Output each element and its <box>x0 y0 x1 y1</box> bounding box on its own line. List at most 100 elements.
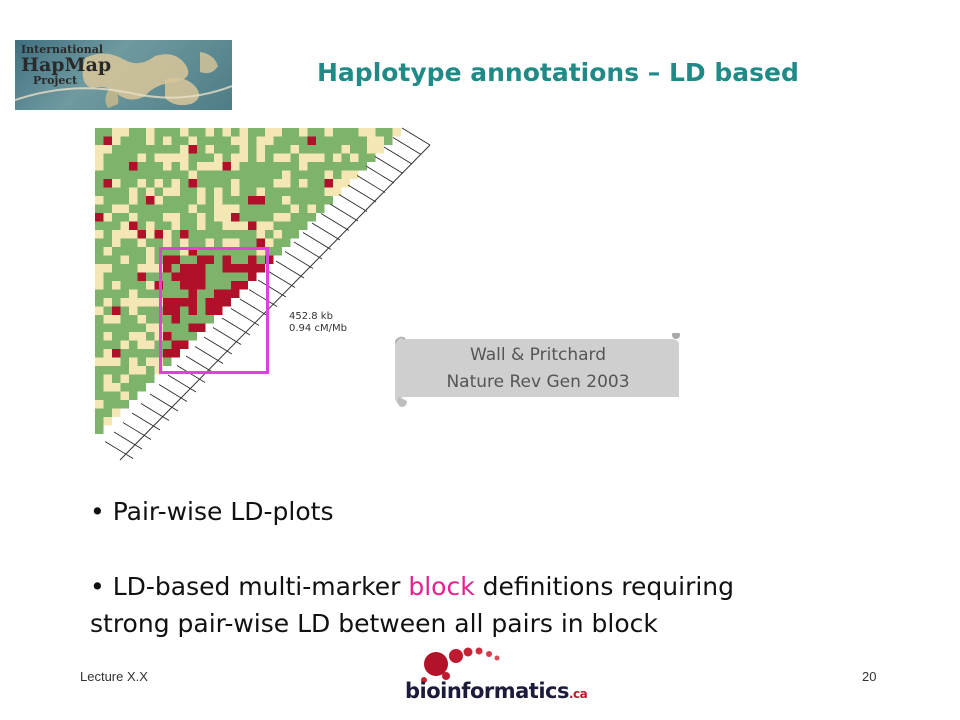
ld-cell <box>163 128 172 137</box>
ld-cell <box>197 213 206 222</box>
ld-cell <box>146 357 155 366</box>
ld-cell <box>239 204 248 213</box>
ld-cell <box>163 247 172 256</box>
ld-cell <box>112 255 121 264</box>
marker-line <box>113 431 143 450</box>
marker-line <box>122 422 152 440</box>
ld-cell <box>112 162 121 171</box>
ld-cell <box>341 153 350 162</box>
ld-cell <box>256 179 265 188</box>
ld-cell <box>222 196 231 205</box>
ld-cell <box>222 153 231 162</box>
ld-cell <box>103 136 112 145</box>
ld-cell <box>222 264 231 273</box>
ld-cell <box>214 187 223 196</box>
ld-cell <box>256 238 265 247</box>
ld-cell <box>197 162 206 171</box>
ld-cell <box>129 340 138 349</box>
ld-cell <box>95 196 104 205</box>
ld-cell <box>103 238 112 247</box>
bullet-2-line-2: strong pair-wise LD between all pairs in… <box>90 609 658 638</box>
ld-cell <box>205 136 214 145</box>
ld-cell <box>120 272 129 281</box>
ld-cell <box>103 383 112 392</box>
ld-cell <box>307 128 316 137</box>
ld-cell <box>197 187 206 196</box>
marker-line <box>356 175 386 193</box>
bioinformatics-dots-icon <box>421 647 500 683</box>
ld-cell <box>146 306 155 315</box>
ld-cell <box>180 332 189 341</box>
ld-cell <box>265 162 274 171</box>
bullet-pairwise-ld: • Pair-wise LD-plots <box>90 497 334 526</box>
ld-cell <box>163 153 172 162</box>
ld-cell <box>171 145 180 154</box>
ld-cell <box>341 162 350 171</box>
ld-cell <box>120 315 129 324</box>
ld-cell <box>333 128 342 137</box>
ld-cell <box>239 281 248 290</box>
ld-cell <box>214 213 223 222</box>
ld-cell <box>197 179 206 188</box>
marker-line <box>284 251 314 269</box>
ld-cell <box>137 289 146 298</box>
ld-cell <box>129 145 138 154</box>
ld-cell <box>171 221 180 230</box>
ld-cell <box>154 153 163 162</box>
ld-cell <box>129 128 138 137</box>
ld-cell <box>103 196 112 205</box>
ld-cell <box>163 204 172 213</box>
ld-cell <box>95 425 104 434</box>
ld-cell <box>231 238 240 247</box>
ld-cell <box>333 179 342 188</box>
ld-cell <box>129 391 138 400</box>
ld-cell <box>205 179 214 188</box>
ld-cell <box>282 221 291 230</box>
ld-cell <box>112 289 121 298</box>
ld-cell <box>120 128 129 137</box>
ld-cell <box>256 162 265 171</box>
ld-cell <box>248 179 257 188</box>
ld-cell <box>299 128 308 137</box>
ld-cell <box>205 247 214 256</box>
ld-cell <box>95 230 104 239</box>
ld-cell <box>316 162 325 171</box>
ld-cell <box>256 255 265 264</box>
ld-cell <box>265 179 274 188</box>
ld-cell <box>358 153 367 162</box>
ld-cell <box>188 128 197 137</box>
ld-cell <box>120 357 129 366</box>
ld-cell <box>180 281 189 290</box>
ld-cell <box>307 153 316 162</box>
ld-cell <box>112 136 121 145</box>
ld-cell <box>214 153 223 162</box>
ld-cell <box>265 255 274 264</box>
ld-cell <box>205 255 214 264</box>
marker-line <box>329 203 359 222</box>
ld-cell <box>103 272 112 281</box>
ld-cell <box>273 204 282 213</box>
ld-cell <box>265 196 274 205</box>
ld-cell <box>146 170 155 179</box>
ld-cell <box>103 323 112 332</box>
ld-cell <box>137 298 146 307</box>
ld-cell <box>137 306 146 315</box>
ld-cell <box>163 272 172 281</box>
ld-cell <box>154 136 163 145</box>
ld-cell <box>95 187 104 196</box>
ld-cell <box>316 153 325 162</box>
ld-cell <box>307 204 316 213</box>
ld-cell <box>273 170 282 179</box>
ld-cell <box>205 306 214 315</box>
ld-cell <box>180 255 189 264</box>
ld-cell <box>137 357 146 366</box>
ld-cell <box>290 136 299 145</box>
citation-text: Wall & Pritchard Nature Rev Gen 2003 <box>395 342 681 396</box>
ld-cell <box>239 264 248 273</box>
ld-cell <box>197 204 206 213</box>
ld-cell <box>299 204 308 213</box>
ld-cell <box>384 128 393 137</box>
ld-cell <box>188 332 197 341</box>
marker-line <box>131 412 161 431</box>
ld-cell <box>248 170 257 179</box>
